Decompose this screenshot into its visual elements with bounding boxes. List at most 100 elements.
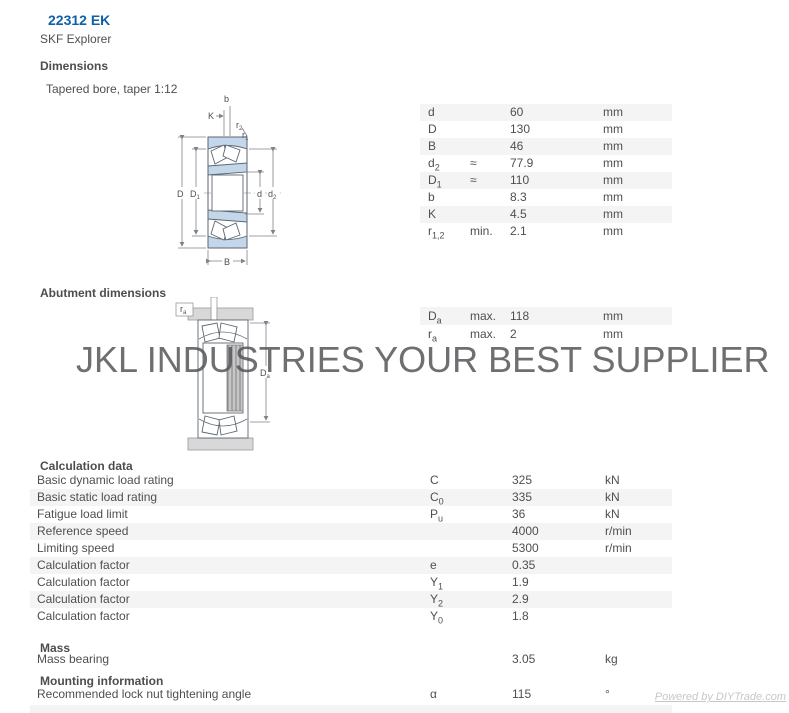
unit-cell: mm — [603, 327, 623, 341]
value-cell: 4.5 — [510, 207, 527, 221]
label-cell: Basic static load rating — [37, 490, 158, 504]
value-cell: 46 — [510, 139, 524, 153]
product-title-link[interactable]: 22312 EK — [48, 12, 111, 28]
unit-cell: mm — [603, 190, 623, 204]
product-subtitle: SKF Explorer — [40, 32, 112, 46]
value-cell: 2.9 — [512, 592, 529, 606]
value-cell: 1.8 — [512, 609, 529, 623]
value-cell: 4000 — [512, 524, 539, 538]
table-row: Fatigue load limit Pu 36 kN — [30, 506, 672, 523]
symbol-cell: C0 — [430, 490, 444, 507]
value-cell: 325 — [512, 473, 533, 487]
unit-cell: mm — [603, 173, 623, 187]
symbol-cell: d — [428, 105, 435, 119]
unit-cell: mm — [603, 105, 623, 119]
symbol-cell: α — [430, 687, 437, 701]
unit-cell: mm — [603, 207, 623, 221]
unit-cell: mm — [603, 224, 623, 238]
unit-cell: kN — [605, 507, 620, 521]
modifier-cell: max. — [470, 309, 497, 323]
unit-cell: r/min — [605, 541, 632, 555]
dimensions-note: Tapered bore, taper 1:12 — [46, 82, 178, 96]
symbol-cell: Y0 — [430, 609, 444, 626]
modifier-cell: ≈ — [470, 173, 477, 187]
table-row: Calculation factor Y2 2.9 — [30, 591, 672, 608]
unit-cell: kN — [605, 490, 620, 504]
value-cell: 0.35 — [512, 558, 536, 572]
dim-label-B: B — [224, 257, 230, 267]
dim-label-r1: r1 — [242, 130, 249, 142]
value-cell: 118 — [510, 309, 530, 323]
value-cell: 5300 — [512, 541, 539, 555]
value-cell: 110 — [510, 173, 530, 187]
abutment-heading: Abutment dimensions — [40, 286, 167, 300]
label-cell: Fatigue load limit — [37, 507, 128, 521]
symbol-cell: C — [430, 473, 439, 487]
label-cell: Recommended lock nut tightening angle — [37, 687, 252, 701]
symbol-cell: Pu — [430, 507, 444, 524]
dim-label-Da: Da — [260, 368, 271, 380]
supplier-watermark: JKL INDUSTRIES YOUR BEST SUPPLIER — [76, 339, 770, 380]
mass-heading: Mass — [40, 641, 71, 655]
modifier-cell: max. — [470, 327, 497, 341]
unit-cell: mm — [603, 309, 623, 323]
dim-label-d: d — [257, 189, 262, 199]
symbol-cell: B — [428, 139, 437, 153]
dim-label-r2: r2 — [236, 120, 243, 132]
value-cell: 36 — [512, 507, 526, 521]
value-cell: 335 — [512, 490, 533, 504]
value-cell: 3.05 — [512, 652, 536, 666]
modifier-cell: ≈ — [470, 156, 477, 170]
mounting-heading: Mounting information — [40, 674, 164, 688]
label-cell: Reference speed — [37, 524, 129, 538]
label-cell: Calculation factor — [37, 575, 130, 589]
bearing-cross-section-drawing: b K r2 r1 D D1 d d2 B — [175, 94, 282, 267]
table-row: r1,2 min. 2.1 mm — [420, 223, 672, 240]
value-cell: 2 — [510, 327, 517, 341]
table-row: D1 ≈110 mm — [420, 172, 672, 189]
dim-label-D: D — [177, 189, 184, 199]
value-cell: 8.3 — [510, 190, 527, 204]
calculation-heading: Calculation data — [40, 459, 133, 473]
unit-cell: mm — [603, 122, 623, 136]
dimensions-heading: Dimensions — [40, 59, 109, 73]
dim-label-b: b — [224, 94, 229, 104]
value-cell: 2.1 — [510, 224, 527, 238]
value-cell: 1.9 — [512, 575, 529, 589]
value-cell: 130 — [510, 122, 531, 136]
label-cell: Calculation factor — [37, 592, 130, 606]
unit-cell: mm — [603, 156, 623, 170]
symbol-cell: r1,2 — [428, 224, 445, 241]
symbol-cell: Y1 — [430, 575, 444, 592]
unit-cell: r/min — [605, 524, 632, 538]
powered-by-link[interactable]: Powered by DIYTrade.com — [654, 691, 786, 703]
modifier-cell: min. — [470, 224, 493, 238]
table-row: Basic static load rating C0 335 kN — [30, 489, 672, 506]
symbol-cell: D — [428, 122, 437, 136]
table-row: D 130 mm — [420, 121, 672, 138]
unit-cell: ° — [605, 687, 610, 701]
label-cell: Mass bearing — [37, 652, 110, 666]
symbol-cell: D1 — [428, 173, 442, 190]
dim-label-ra: ra — [180, 304, 187, 316]
table-row: Reference speed 4000 r/min — [30, 523, 672, 540]
table-row: Calculation factor Y1 1.9 — [30, 574, 672, 591]
symbol-cell: Y2 — [430, 592, 444, 609]
dim-label-K: K — [208, 111, 214, 121]
